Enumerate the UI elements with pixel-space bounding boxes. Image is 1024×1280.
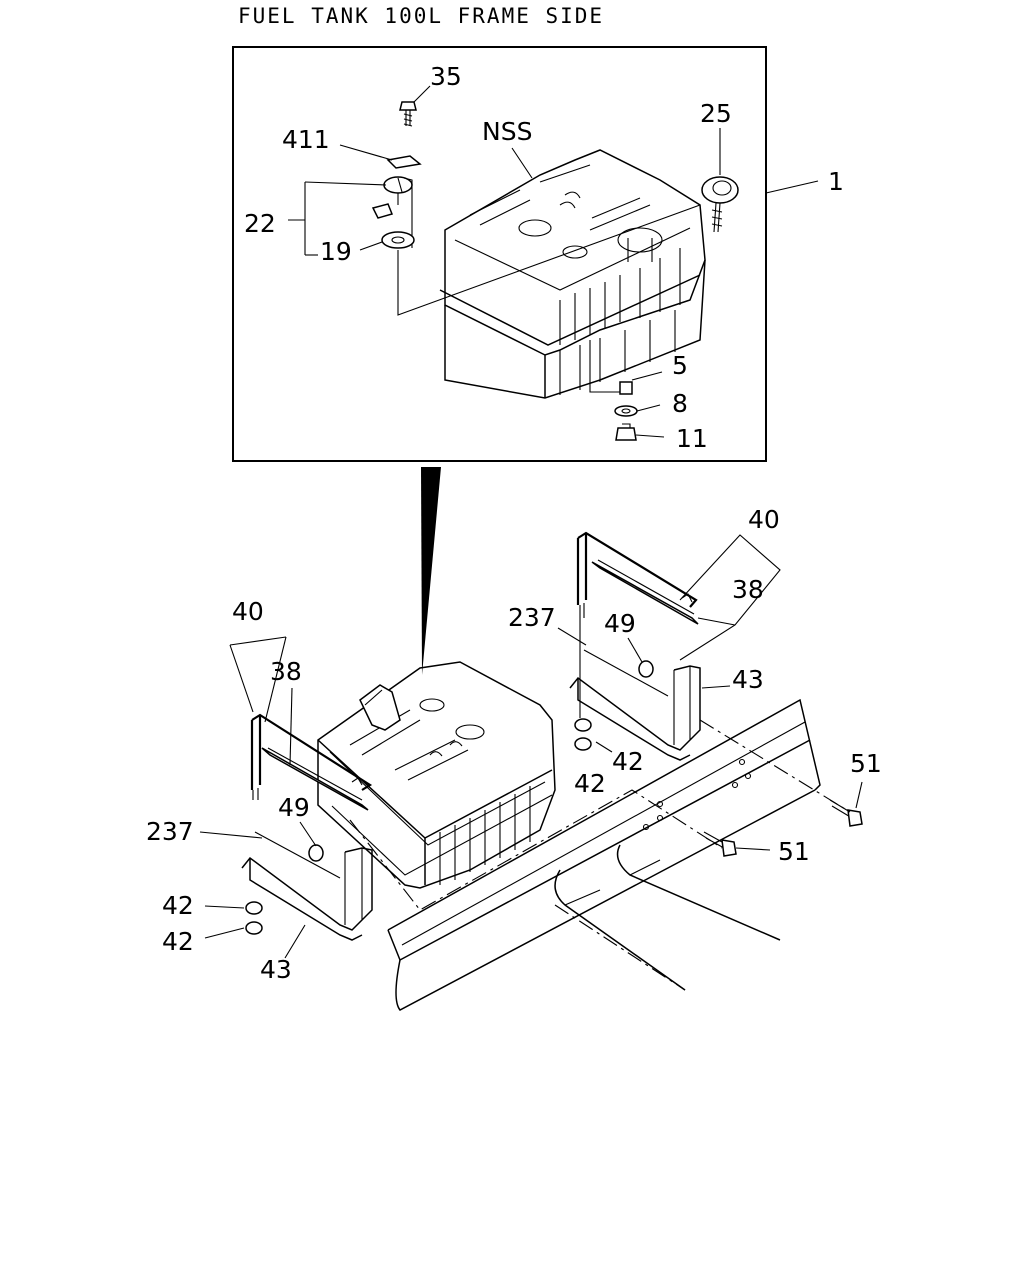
- label-40-right: 40: [748, 505, 780, 534]
- label-1: 1: [828, 167, 844, 196]
- label-49-left: 49: [278, 793, 310, 822]
- label-51-right: 51: [850, 749, 882, 778]
- label-22: 22: [244, 209, 276, 238]
- label-42-left-b: 42: [162, 927, 194, 956]
- inset-frame: [232, 46, 767, 462]
- label-38-right: 38: [732, 575, 764, 604]
- label-8: 8: [672, 389, 688, 418]
- frame-rail: [387, 698, 821, 1011]
- bolt-35: [399, 85, 431, 127]
- filler-cap-25: [701, 128, 739, 233]
- detail-pointer: [421, 467, 441, 675]
- label-237-right: 237: [508, 603, 556, 632]
- leader-nss: [511, 147, 533, 179]
- label-42-left-a: 42: [162, 891, 194, 920]
- left-strap-bracket: [199, 636, 373, 959]
- gasket-19: [305, 204, 701, 316]
- right-strap-bracket: [557, 531, 781, 761]
- main-fuel-tank: [317, 661, 556, 889]
- label-42-right-b: 42: [574, 769, 606, 798]
- label-411: 411: [282, 125, 330, 154]
- plate-411: [339, 144, 422, 169]
- label-237-left: 237: [146, 817, 194, 846]
- label-51-mid: 51: [778, 837, 810, 866]
- label-40-left: 40: [232, 597, 264, 626]
- label-43-left: 43: [260, 955, 292, 984]
- label-49-right: 49: [604, 609, 636, 638]
- diagram-title: FUEL TANK 100L FRAME SIDE: [238, 4, 605, 28]
- inset-fuel-tank: [439, 149, 706, 399]
- gauge-unit-22: [288, 176, 413, 255]
- detail-inset: 35 411 NSS 25 1 22 19 5 8 11: [232, 46, 844, 462]
- label-nss: NSS: [482, 117, 532, 146]
- center-lines: [349, 719, 851, 991]
- label-19: 19: [320, 237, 352, 266]
- frame-bolts-51: [703, 781, 863, 857]
- drain-plug-parts: [589, 340, 665, 441]
- label-11: 11: [676, 424, 708, 453]
- label-5: 5: [672, 351, 688, 380]
- label-35: 35: [430, 62, 462, 91]
- label-43-right: 43: [732, 665, 764, 694]
- label-42-right-a: 42: [612, 747, 644, 776]
- label-38-left: 38: [270, 657, 302, 686]
- label-25: 25: [700, 99, 732, 128]
- leader-1: [765, 180, 819, 194]
